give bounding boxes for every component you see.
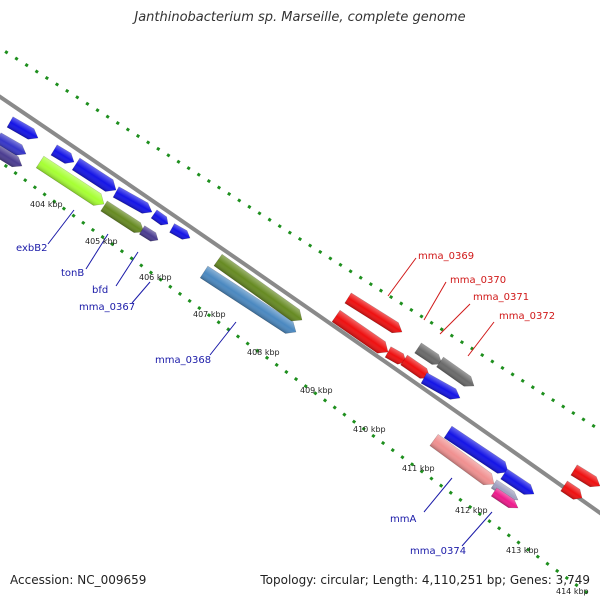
tick-label: 405 kbp [85, 237, 118, 246]
gene-feature-11[interactable] [169, 223, 193, 243]
gene-feature-10[interactable] [150, 209, 171, 228]
label-leader-line [209, 321, 237, 356]
position-ticks: 404 kbp 405 kbp 406 kbp 407 kbp 408 kbp 409 k… [30, 200, 589, 596]
gene-feature-20[interactable] [420, 372, 463, 403]
gene-feature-15[interactable] [331, 309, 392, 358]
tick-label: 414 kbp [556, 587, 589, 596]
label-leader-line [423, 477, 453, 513]
tick-label: 409 kbp [300, 386, 333, 395]
gene-feature-22[interactable] [443, 425, 512, 478]
gene-feature-7[interactable] [100, 200, 148, 237]
gene-features [0, 116, 600, 512]
gene-label[interactable]: mma_0371 [473, 292, 529, 303]
gene-feature-17[interactable] [414, 342, 446, 369]
gene-feature-1[interactable] [0, 132, 29, 159]
gene-label[interactable]: mma_0368 [155, 355, 211, 366]
label-leader-line [131, 281, 151, 304]
label-leader-line [439, 303, 471, 335]
label-leader-line [387, 257, 417, 297]
accession-text: Accession: NC_009659 [10, 573, 147, 587]
dotted-track-2 [0, 159, 591, 597]
gene-label[interactable]: mma_0367 [79, 302, 135, 313]
label-leader-line [85, 233, 109, 270]
label-leader-line [461, 511, 493, 547]
gene-label[interactable]: mma_0370 [450, 275, 506, 286]
gene-feature-25[interactable] [500, 468, 538, 499]
gene-feature-18[interactable] [436, 356, 478, 391]
gene-label[interactable]: tonB [61, 268, 84, 279]
gene-feature-6[interactable] [71, 157, 120, 196]
gene-feature-8[interactable] [112, 186, 155, 217]
tick-label: 407 kbp [193, 310, 226, 319]
gene-feature-12[interactable] [199, 265, 300, 338]
gene-label[interactable]: mma_0372 [499, 311, 555, 322]
tick-label: 410 kbp [353, 425, 386, 434]
tick-label: 408 kbp [247, 348, 280, 357]
gene-feature-16[interactable] [384, 346, 409, 367]
tick-label: 411 kbp [402, 464, 435, 473]
gene-label[interactable]: mma_0374 [410, 546, 466, 557]
tick-label: 413 kbp [506, 546, 539, 555]
gene-feature-5[interactable] [35, 155, 108, 210]
gene-feature-9[interactable] [139, 225, 160, 244]
map-title: Janthinobacterium sp. Marseille, complet… [134, 10, 466, 25]
gene-feature-24[interactable] [490, 487, 521, 512]
gene-feature-27[interactable] [570, 464, 600, 491]
gene-feature-26[interactable] [560, 480, 586, 503]
label-leader-line [467, 321, 495, 357]
genome-summary-text: Topology: circular; Length: 4,110,251 bp… [260, 573, 590, 587]
gene-feature-21[interactable] [429, 434, 498, 489]
tick-label: 412 kbp [455, 506, 488, 515]
gene-label[interactable]: bfd [92, 285, 108, 296]
gene-label[interactable]: mma_0369 [418, 251, 474, 262]
label-leader-line [423, 281, 447, 321]
gene-feature-2[interactable] [0, 144, 25, 171]
gene-label[interactable]: mmA [390, 514, 416, 525]
gene-label[interactable]: exbB2 [16, 243, 47, 254]
gene-labels: exbB2 tonB bfd mma_0367 mma_0368 mmA mma_0374 m… [16, 243, 555, 557]
gene-feature-4[interactable] [50, 144, 77, 167]
genome-backbone [0, 94, 600, 516]
gene-feature-3[interactable] [6, 116, 41, 143]
tick-label: 406 kbp [139, 273, 172, 282]
gene-feature-14[interactable] [344, 292, 405, 337]
label-leader-lines [47, 209, 495, 547]
label-leader-line [47, 209, 75, 245]
gene-feature-13[interactable] [213, 253, 306, 325]
tick-label: 404 kbp [30, 200, 63, 209]
label-leader-line [115, 251, 139, 287]
